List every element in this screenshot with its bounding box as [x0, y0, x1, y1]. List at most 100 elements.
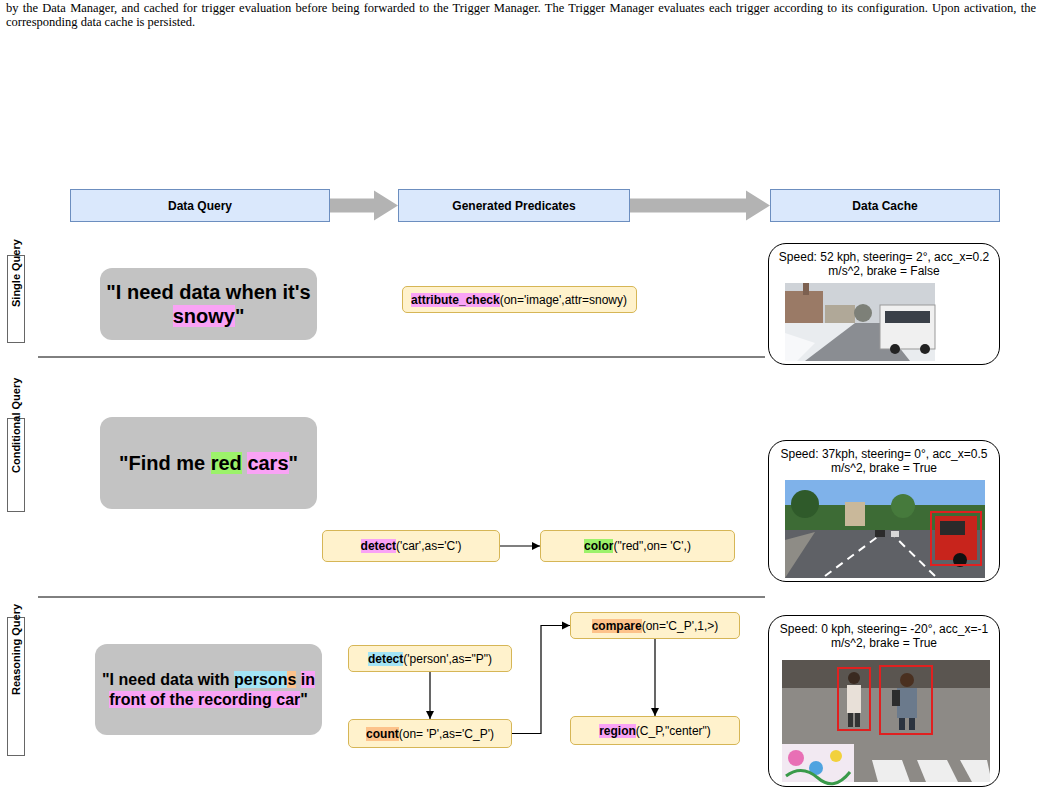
node-text: Data Query: [168, 199, 232, 213]
wheel: [890, 344, 900, 354]
node-text: region(C_P,"center"): [599, 724, 711, 738]
row-separator: [38, 357, 765, 358]
highlight: detect: [368, 652, 403, 666]
node-text: Speed: 52 kph, steering= 2°, acc_x=0.2 m…: [778, 250, 990, 278]
tree: [854, 304, 872, 322]
person-leg: [855, 713, 860, 727]
bounding-box: [838, 668, 870, 730]
predicate-box: attribute_check(on='image',attr=snowy): [402, 286, 637, 313]
row-label: Single Query: [7, 255, 25, 343]
node-text: count(on= 'P',as='C_P'): [366, 727, 494, 741]
connector: [500, 542, 540, 550]
node-text: attribute_check(on='image',attr=snowy): [411, 293, 627, 307]
node-text: detect('person',as="P"): [368, 652, 492, 666]
node-text: Data Cache: [852, 199, 917, 213]
bus: [880, 305, 935, 349]
node-text: Generated Predicates: [452, 199, 575, 213]
node-text: "I need data with persons in front of th…: [99, 670, 318, 708]
node-text: detect('car',as='C'): [361, 539, 462, 553]
car-window: [940, 521, 965, 535]
node-text: compare(on='C_P',1,>): [592, 619, 719, 633]
snowy-street-photo: [785, 283, 935, 361]
graffiti: [786, 770, 850, 783]
row-separator: [38, 597, 765, 598]
person-leg: [899, 718, 905, 730]
bounding-box: [931, 512, 981, 565]
highlight: s: [287, 671, 296, 688]
predicate-box: region(C_P,"center"): [570, 716, 740, 745]
tree: [791, 490, 819, 518]
data-cache-box: Speed: 37kph, steering= 0°, acc_x=0.5 m/…: [768, 440, 1000, 582]
bounding-box: [880, 666, 932, 734]
person-head: [900, 673, 914, 687]
highlight: person: [234, 671, 287, 688]
connector: [330, 191, 398, 221]
query-box: "I need data when it's snowy": [100, 268, 317, 340]
connector: [630, 191, 770, 221]
data-cache-box: Speed: 0 kph, steering= -20°, acc_x=-1 m…: [768, 615, 1000, 787]
bus-window: [885, 311, 930, 323]
query-box: "Find me red cars": [100, 417, 317, 509]
connector-line: [512, 626, 570, 734]
predicate-box: detect('car',as='C'): [322, 530, 500, 562]
arrowhead: [562, 622, 570, 630]
column-header: Data Query: [70, 189, 330, 222]
connector: [426, 672, 434, 719]
highlight: color: [584, 539, 613, 553]
predicate-box: compare(on='C_P',1,>): [570, 612, 740, 639]
row-label: Reasoning Query: [7, 617, 25, 756]
node-text: color("red",on= 'C',): [584, 539, 691, 553]
highlight: cars: [247, 452, 288, 474]
person-body: [847, 685, 861, 713]
row-label: Conditional Query: [7, 418, 25, 512]
highlight: region: [599, 724, 636, 738]
node-text: Speed: 37kph, steering= 0°, acc_x=0.5 m/…: [778, 447, 990, 475]
crosswalk-stripe: [960, 760, 990, 782]
node-text: Conditional Query: [10, 457, 22, 473]
pedestrian-crossing-photo: [782, 660, 990, 784]
street: [782, 660, 990, 782]
node-text: Reasoning Query: [10, 679, 22, 695]
highlight: count: [366, 727, 399, 741]
column-header: Generated Predicates: [398, 189, 630, 222]
tower: [803, 283, 809, 295]
crosswalk-stripe: [872, 760, 910, 782]
highlight: red: [211, 452, 242, 474]
predicate-box: count(on= 'P',as='C_P'): [348, 719, 512, 748]
person-leg: [909, 718, 915, 730]
node-text: "Find me red cars": [119, 451, 298, 475]
distant-car: [875, 530, 885, 537]
caption-text: by the Data Manager, and cached for trig…: [6, 1, 1036, 29]
highlight: compare: [592, 619, 642, 633]
data-cache-box: Speed: 52 kph, steering= 2°, acc_x=0.2 m…: [768, 243, 1000, 365]
graffiti: [830, 750, 842, 762]
person-head: [848, 672, 860, 684]
snow-bank: [785, 333, 815, 361]
highlight: attribute_check: [411, 293, 500, 307]
connector-line: [654, 639, 655, 716]
connector: [512, 622, 570, 734]
graffiti: [788, 750, 804, 766]
node-text: Single Query: [10, 291, 22, 307]
arrowhead: [426, 711, 434, 719]
node-text: Speed: 0 kph, steering= -20°, acc_x=-1 m…: [778, 622, 990, 650]
sidewalk: [785, 532, 815, 578]
arrowhead: [532, 542, 540, 550]
wheel: [920, 344, 930, 354]
lane-marking: [893, 535, 935, 576]
red-car-street-photo: [785, 480, 985, 578]
highlight: snowy: [173, 305, 235, 327]
backpack: [892, 690, 900, 706]
lane-marking: [825, 535, 880, 576]
connector: [651, 639, 659, 716]
crosswalk-stripe: [917, 760, 958, 782]
query-box: "I need data with persons in front of th…: [95, 644, 322, 735]
building: [845, 502, 865, 526]
building: [825, 305, 855, 323]
arrowhead: [651, 708, 659, 716]
highlight: detect: [361, 539, 396, 553]
flow-arrow: [330, 191, 398, 221]
buildings: [782, 660, 990, 688]
node-text: "I need data when it's snowy": [104, 280, 313, 328]
